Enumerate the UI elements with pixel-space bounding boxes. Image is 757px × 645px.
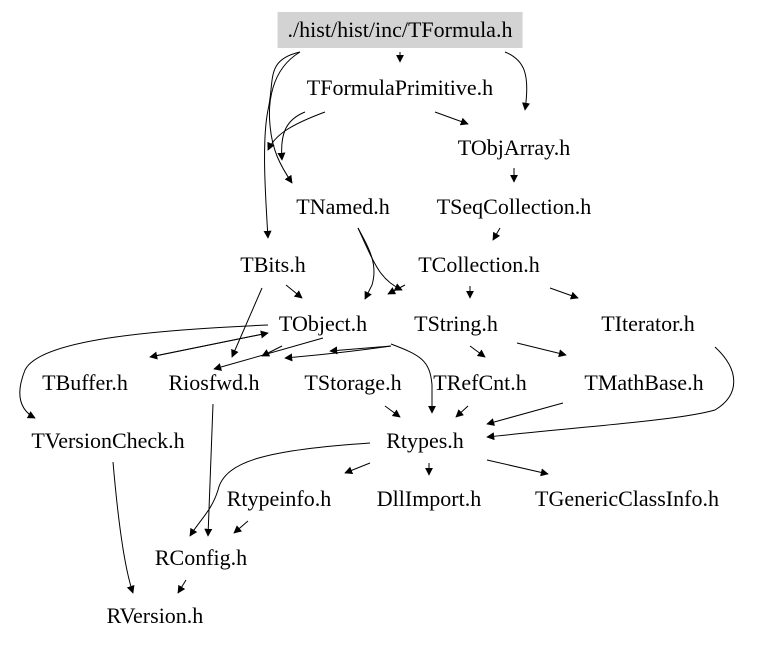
node-rversion[interactable]: RVersion.h xyxy=(106,603,204,628)
edge-tformula-to-tobjarray xyxy=(504,51,530,111)
edge-tstring-to-tobject xyxy=(329,345,392,355)
edge-trefcnt-to-rtypes xyxy=(455,405,469,418)
node-riosfwd[interactable]: Riosfwd.h xyxy=(168,370,260,395)
edge-tcollection-to-tobject xyxy=(387,284,406,295)
node-tbuffer[interactable]: TBuffer.h xyxy=(42,370,128,395)
node-tstorage[interactable]: TStorage.h xyxy=(304,370,402,395)
edge-rtypes-to-rtypeinfo xyxy=(344,462,371,475)
node-dllimport[interactable]: DllImport.h xyxy=(376,486,482,511)
edge-tversioncheck-to-rversion xyxy=(112,461,135,594)
edge-titerator-to-rtypes xyxy=(486,346,735,441)
node-rtypeinfo[interactable]: Rtypeinfo.h xyxy=(226,486,332,511)
node-tobject[interactable]: TObject.h xyxy=(278,311,368,336)
edge-tbuffer-to-tobject xyxy=(149,330,269,358)
node-tobjarray[interactable]: TObjArray.h xyxy=(457,135,571,160)
node-rconfig[interactable]: RConfig.h xyxy=(154,545,248,570)
edge-tnamed-to-tstring xyxy=(357,227,403,291)
node-trefcnt[interactable]: TRefCnt.h xyxy=(433,370,527,395)
node-tnamed[interactable]: TNamed.h xyxy=(296,194,390,219)
node-tseqcollection[interactable]: TSeqCollection.h xyxy=(436,194,592,219)
node-tcollection[interactable]: TCollection.h xyxy=(418,252,540,277)
edge-tnamed-to-tobject xyxy=(357,227,375,300)
edge-tformulaprimitive-to-tbits xyxy=(267,111,326,151)
edge-riosfwd-to-rconfig xyxy=(204,403,214,537)
edge-tobject-to-rtypes xyxy=(390,343,436,414)
node-tgenericclassinfo[interactable]: TGenericClassInfo.h xyxy=(535,486,719,511)
edge-rtypeinfo-to-rconfig xyxy=(233,520,249,534)
edge-tbits-to-tobject xyxy=(285,284,303,299)
edge-tobject-to-tstorage xyxy=(261,345,283,357)
node-rtypes[interactable]: Rtypes.h xyxy=(386,428,464,453)
node-tstring[interactable]: TString.h xyxy=(414,311,498,336)
edge-tseqcollection-to-tcollection xyxy=(492,227,501,241)
node-tbits[interactable]: TBits.h xyxy=(240,252,306,277)
edge-rtypes-to-rconfig xyxy=(189,442,371,537)
edge-tobject-to-riosfwd xyxy=(213,337,324,371)
edge-rtypes-to-tgenericclassinfo xyxy=(486,459,549,477)
edge-tcollection-to-titerator xyxy=(549,287,579,300)
node-titerator[interactable]: TIterator.h xyxy=(601,311,695,336)
edge-tformulaprimitive-to-tnamed xyxy=(277,111,306,161)
node-tmathbase[interactable]: TMathBase.h xyxy=(584,370,704,395)
node-tformula[interactable]: ./hist/hist/inc/TFormula.h xyxy=(277,12,523,48)
edge-tstorage-to-rtypes xyxy=(384,405,401,418)
edge-tbits-to-riosfwd xyxy=(231,287,263,358)
edge-rconfig-to-rversion xyxy=(177,579,187,594)
edge-tstring-to-trefcnt xyxy=(469,345,486,358)
edge-tformulaprimitive-to-tobjarray xyxy=(434,111,469,126)
node-tformulaprimitive[interactable]: TFormulaPrimitive.h xyxy=(306,75,494,100)
node-tversioncheck[interactable]: TVersionCheck.h xyxy=(31,428,185,453)
edge-tmathbase-to-rtypes xyxy=(486,402,564,426)
edge-tstring-to-tmathbase xyxy=(516,342,567,358)
edge-tformula-to-tnamed xyxy=(268,51,301,184)
edge-tformula-to-tbits xyxy=(263,51,301,239)
edge-tobject-to-tversioncheck xyxy=(19,324,269,419)
